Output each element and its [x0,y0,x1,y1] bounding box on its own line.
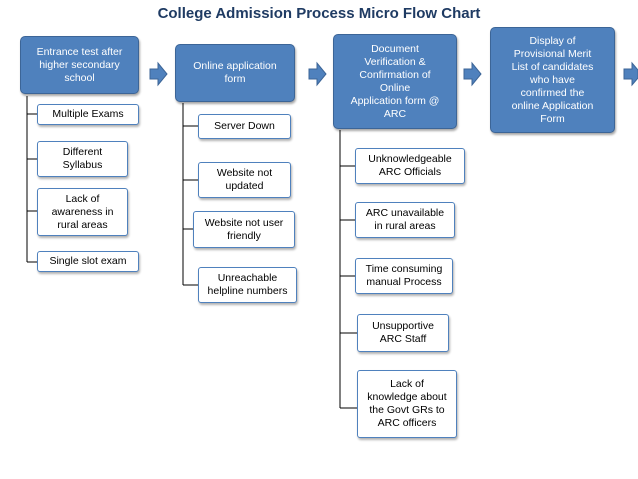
issue-arc-unavailable: ARC unavailable in rural areas [355,202,455,238]
issue-unknowledgeable-officials: Unknowledgeable ARC Officials [355,148,465,184]
issue-unreachable-helpline: Unreachable helpline numbers [198,267,297,303]
stage-entrance-test: Entrance test after higher secondary sch… [20,36,139,94]
issue-single-slot-exam: Single slot exam [37,251,139,272]
issue-website-not-updated: Website not updated [198,162,291,198]
stage-online-application: Online application form [175,44,295,102]
stage-document-verification: Document Verification & Confirmation of … [333,34,457,129]
stage-merit-list: Display of Provisional Merit List of can… [490,27,615,133]
arrow-icon [149,61,638,87]
issue-multiple-exams: Multiple Exams [37,104,139,125]
issue-server-down: Server Down [198,114,291,139]
issue-different-syllabus: Different Syllabus [37,141,128,177]
page-title: College Admission Process Micro Flow Cha… [157,5,481,22]
issue-time-consuming: Time consuming manual Process [355,258,453,294]
issue-unsupportive-staff: Unsupportive ARC Staff [357,314,449,352]
issue-lack-of-awareness: Lack of awareness in rural areas [37,188,128,236]
issue-lack-of-knowledge-grs: Lack of knowledge about the Govt GRs to … [357,370,457,438]
issue-website-not-user-friendly: Website not user friendly [193,211,295,248]
